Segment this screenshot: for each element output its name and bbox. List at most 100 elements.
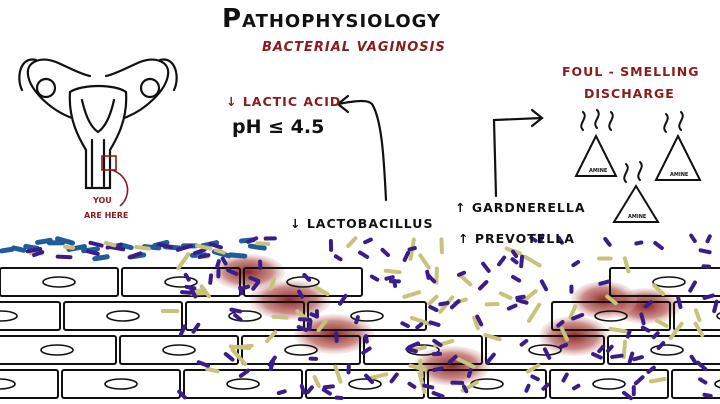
cell-nucleus (528, 344, 562, 356)
lactobacillus-rod (247, 243, 267, 251)
prevotella-rod (598, 279, 611, 286)
epithelial-cell (241, 335, 361, 365)
prevotella-rod (354, 315, 360, 325)
amine-label: AMINE (628, 214, 647, 220)
prevotella-rod (698, 248, 712, 255)
cell-nucleus (716, 312, 720, 320)
prevotella-rod (251, 280, 261, 291)
bacteria-rod (156, 242, 173, 250)
prevotella-rod (529, 235, 538, 243)
bacteria-rod (192, 247, 207, 256)
discharge-label-line2: DISCHARGE (584, 86, 675, 101)
cell-nucleus (228, 310, 262, 322)
prevotella-rod (220, 256, 228, 266)
bacteria-rod (55, 254, 73, 260)
lactobacillus-rod (118, 242, 134, 251)
gardnerella-rod (483, 332, 502, 342)
cell-nucleus (164, 276, 198, 288)
cell-nucleus (350, 310, 384, 322)
bacteria-arrow (492, 108, 544, 198)
epithelial-cell (307, 301, 427, 331)
prevotella-rod (481, 261, 491, 273)
prevotella-rod (267, 355, 277, 367)
prevotella-rod (415, 322, 424, 330)
gardnerella-rod (255, 241, 271, 246)
epithelial-cell (485, 335, 605, 365)
cell-nucleus (286, 276, 320, 288)
cell-nucleus (650, 344, 684, 356)
prevotella-rod (559, 342, 569, 349)
gardnerella-rod (498, 291, 513, 300)
prevotella-rod (215, 259, 221, 269)
prevotella-rod (530, 374, 540, 382)
lactobacillus-rod (55, 236, 76, 246)
lactobacillus-rod (81, 246, 100, 254)
epithelial-cell (671, 369, 720, 399)
prevotella-rod (233, 313, 243, 322)
lactobacillus-label: ↓ LACTOBACILLUS (290, 216, 434, 231)
prevotella-rod (556, 320, 565, 328)
epithelial-cell (549, 369, 669, 399)
prevotella-rod (438, 300, 450, 307)
lactobacillus-rod (0, 246, 15, 254)
prevotella-label: ↑ PREVOTELLA (458, 231, 575, 246)
epithelial-cell (0, 267, 119, 297)
prevotella-rod (622, 390, 633, 401)
prevotella-rod (639, 312, 646, 326)
prevotella-rod (705, 234, 712, 244)
bacteria-rod (213, 248, 226, 255)
prevotella-rod (431, 390, 445, 399)
gardnerella-rod (693, 321, 705, 338)
gardnerella-rod (648, 377, 667, 384)
prevotella-rod (428, 320, 441, 327)
prevotella-rod (189, 287, 198, 299)
prevotella-rod (542, 347, 552, 360)
prevotella-rod (571, 312, 585, 321)
gardnerella-rod (622, 256, 631, 274)
amine-label: AMINE (670, 172, 689, 178)
prevotella-rod (556, 235, 564, 245)
prevotella-rod (338, 293, 348, 306)
damaged-cell-glow (211, 254, 285, 290)
page-subtitle: BACTERIAL VAGINOSIS (262, 40, 446, 55)
prevotella-rod (515, 294, 526, 300)
prevotella-rod (248, 275, 261, 283)
gardnerella-label: ↑ GARDNERELLA (455, 200, 586, 215)
gardnerella-rod (346, 236, 358, 248)
gardnerella-rod (408, 363, 427, 372)
prevotella-rod (510, 257, 519, 265)
gardnerella-rod (418, 253, 431, 270)
prevotella-rod (425, 269, 431, 280)
prevotella-rod (305, 385, 314, 395)
bacteria-rod (127, 251, 143, 260)
gardnerella-rod (605, 294, 618, 306)
prevotella-rod (591, 352, 603, 360)
gardnerella-rod (525, 363, 541, 374)
cell-nucleus (348, 378, 382, 390)
prevotella-rod (640, 325, 651, 333)
prevotella-rod (651, 331, 660, 340)
cell-nucleus (106, 310, 140, 322)
prevotella-rod (380, 247, 391, 258)
prevotella-rod (688, 280, 697, 293)
gardnerella-rod (621, 339, 628, 360)
prevotella-rod (676, 296, 683, 309)
prevotella-rod (432, 366, 444, 372)
prevotella-rod (702, 293, 715, 300)
gardnerella-rod (655, 318, 669, 328)
bacteria-rod (88, 240, 104, 248)
cell-nucleus (0, 310, 18, 322)
prevotella-rod (597, 344, 606, 354)
gardnerella-rod (668, 321, 684, 340)
prevotella-rod (364, 373, 374, 385)
gardnerella-rod (205, 367, 220, 374)
prevotella-rod (302, 272, 312, 282)
gardnerella-rod (417, 371, 427, 395)
prevotella-rod (191, 322, 201, 334)
prevotella-rod (634, 240, 644, 246)
prevotella-rod (239, 284, 251, 291)
prevotella-rod (603, 237, 612, 247)
prevotella-rod (538, 233, 545, 244)
gardnerella-rod (559, 326, 570, 342)
prevotella-rod (477, 280, 489, 291)
